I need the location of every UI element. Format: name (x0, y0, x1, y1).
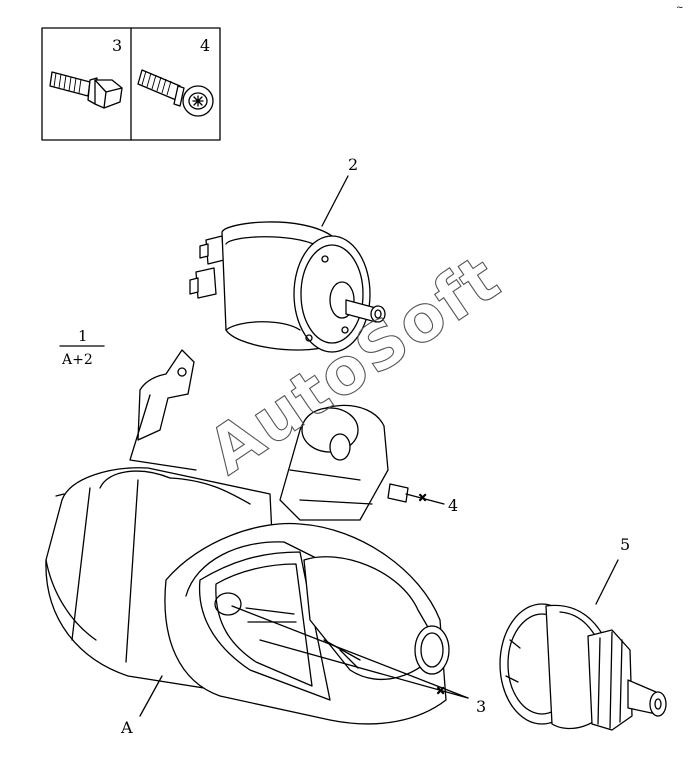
inset-label-hex-bolt: 3 (112, 36, 122, 55)
drive-gear-part (499, 603, 667, 731)
callout-drive-gear: 5 (620, 535, 630, 554)
inset-label-torx-bolt: 4 (200, 36, 210, 55)
callout-starter-body: A (120, 718, 133, 737)
callout-bolt-upper: 4 (448, 496, 458, 515)
callout-solenoid: 2 (348, 155, 358, 174)
svg-text:×: × (436, 684, 445, 697)
fastener-inset-box: 3 4 (41, 27, 221, 141)
solenoid-part (189, 221, 386, 353)
assembly-numerator: 1 (78, 327, 88, 345)
svg-text:×: × (418, 491, 427, 504)
callout-bolt-lower: 3 (476, 697, 486, 716)
starter-motor-body (45, 349, 450, 725)
torx-bolt-icon (137, 69, 214, 117)
corner-mark: ~ (676, 3, 684, 13)
hex-bolt-icon (49, 71, 123, 109)
assembly-denominator: A+2 (61, 352, 93, 368)
assembly-callout: 1 A+2 (59, 327, 105, 368)
